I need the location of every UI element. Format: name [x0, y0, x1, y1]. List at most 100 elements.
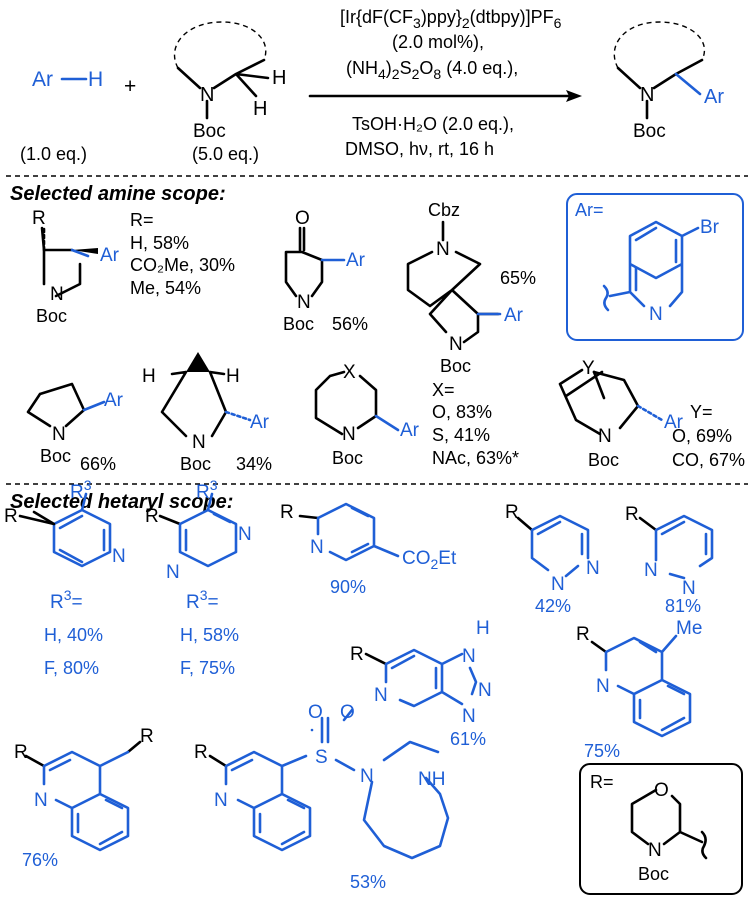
bridged-structure: Y N Boc Ar	[558, 358, 684, 470]
plus-sign: +	[124, 75, 136, 98]
svg-text:F, 80%: F, 80%	[44, 658, 99, 678]
pyridazine-structure: R N N 42%	[505, 502, 600, 616]
svg-text:Ar: Ar	[104, 390, 124, 411]
svg-text:Me: Me	[676, 618, 702, 639]
svg-text:N: N	[374, 685, 388, 706]
svg-text:N: N	[192, 432, 206, 453]
svg-text:Y: Y	[582, 358, 595, 379]
cond-solvent: DMSO, hν, rt, 16 h	[345, 139, 494, 159]
svg-text:53%: 53%	[350, 872, 386, 892]
reaction-equation: Ar H + (1.0 eq.) N H H Boc (5.0 eq.) [Ir…	[20, 7, 724, 164]
svg-text:75%: 75%	[584, 741, 620, 761]
cond-acid: TsOH·H₂O (2.0 eq.),	[352, 114, 514, 134]
svg-text:N: N	[648, 840, 662, 861]
svg-text:R3: R3	[70, 477, 92, 503]
svg-text:R3=: R3=	[50, 587, 83, 613]
pyrazine-structure: R R3 N N R3= H, 58% F, 75%	[145, 477, 252, 678]
svg-text:N: N	[310, 537, 324, 558]
svg-text:Boc: Boc	[40, 446, 71, 466]
svg-text:N: N	[478, 680, 492, 701]
svg-text:56%: 56%	[332, 314, 368, 334]
svg-text:O: O	[295, 208, 310, 229]
cond-oxidant: (NH4)2S2O8 (4.0 eq.),	[346, 58, 518, 82]
svg-text:O: O	[654, 780, 669, 801]
x-value-3: NAc, 63%*	[432, 448, 519, 468]
r-label: R=	[130, 210, 154, 230]
nicotinate-structure: R N CO2Et 90%	[280, 502, 457, 597]
svg-text:N: N	[462, 706, 476, 727]
sulfonyl-quinoline-structure: R N S O O N NH 53%	[194, 702, 450, 892]
svg-text:R: R	[350, 644, 364, 665]
amine-scope-header: Selected amine scope:	[10, 183, 226, 205]
svg-text:R3=: R3=	[186, 587, 219, 613]
svg-text:R3: R3	[196, 477, 218, 503]
svg-text:Boc: Boc	[332, 448, 363, 468]
product-ar-bond	[674, 72, 702, 96]
svg-text:H, 40%: H, 40%	[44, 625, 103, 645]
svg-text:N: N	[52, 424, 66, 445]
svg-text:N: N	[598, 426, 612, 447]
amine-bonds	[176, 58, 270, 120]
x-value-1: O, 83%	[432, 402, 492, 422]
svg-text:Boc: Boc	[638, 864, 669, 884]
svg-text:O: O	[340, 702, 355, 723]
eq-arh: (1.0 eq.)	[20, 144, 87, 164]
svg-text:N: N	[50, 284, 64, 305]
svg-text:N: N	[297, 292, 311, 313]
amine-n: N	[200, 84, 214, 106]
svg-text:34%: 34%	[236, 454, 272, 474]
product-bonds	[616, 58, 704, 120]
svg-text:N: N	[436, 239, 450, 260]
svg-text:81%: 81%	[665, 596, 701, 616]
svg-text:X: X	[343, 362, 356, 383]
six-membered-structure: X N Boc Ar	[314, 362, 420, 468]
svg-text:N: N	[166, 562, 180, 583]
svg-text:R: R	[4, 506, 18, 527]
svg-text:R: R	[32, 208, 46, 229]
svg-text:R: R	[14, 742, 28, 763]
svg-text:Cbz: Cbz	[428, 200, 460, 220]
ar-definition-box: Ar= Br N	[566, 193, 744, 341]
svg-text:N: N	[449, 334, 463, 355]
arh-ar: Ar	[32, 68, 53, 91]
svg-text:Br: Br	[700, 217, 720, 238]
amine-ring-dashed	[173, 21, 267, 69]
arh-h: H	[88, 68, 103, 91]
svg-text:42%: 42%	[535, 596, 571, 616]
svg-text:R: R	[194, 742, 208, 763]
hetaryl-scope-header: Selected hetaryl scope:	[10, 491, 233, 513]
triazolopyridine-structure: R N H N N N 61%	[350, 618, 492, 749]
svg-text:Boc: Boc	[36, 306, 67, 326]
x-value-2: S, 41%	[432, 425, 490, 445]
svg-text:R: R	[625, 504, 639, 525]
svg-text:Boc: Boc	[283, 314, 314, 334]
product-ar: Ar	[704, 86, 724, 108]
amine-h1: H	[272, 67, 286, 89]
cond-loading: (2.0 mol%),	[392, 32, 484, 52]
svg-text:H: H	[476, 618, 490, 639]
r-value-3: Me, 54%	[130, 278, 201, 298]
svg-text:R: R	[505, 502, 519, 523]
svg-text:N: N	[238, 524, 252, 545]
amine-boc: Boc	[193, 121, 226, 142]
svg-text:H, 58%: H, 58%	[180, 625, 239, 645]
svg-text:NH: NH	[418, 769, 445, 790]
x-label: X=	[432, 380, 455, 400]
product-ring-dashed	[613, 21, 705, 69]
svg-text:66%: 66%	[80, 454, 116, 474]
svg-text:N: N	[34, 790, 48, 811]
svg-text:N: N	[551, 574, 565, 595]
svg-text:S: S	[315, 747, 328, 768]
svg-text:65%: 65%	[500, 268, 536, 288]
svg-text:Ar: Ar	[100, 245, 120, 266]
azetidinone-structure: O N Boc Ar 56%	[283, 208, 368, 334]
disubstituted-quinoline-structure: R R N 76%	[14, 726, 154, 870]
y-label: Y=	[690, 402, 713, 422]
svg-text:N: N	[360, 766, 374, 787]
svg-text:F, 75%: F, 75%	[180, 658, 235, 678]
svg-text:N: N	[596, 676, 610, 697]
r-value-1: H, 58%	[130, 233, 189, 253]
product-boc: Boc	[633, 121, 666, 142]
y-value-2: CO, 67%	[672, 450, 745, 470]
